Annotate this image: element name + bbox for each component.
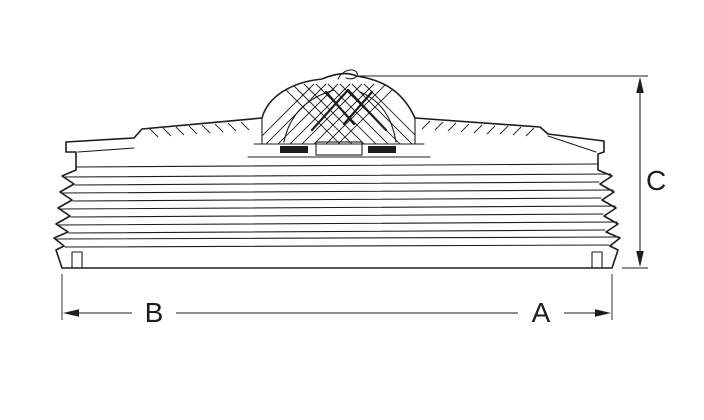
spout-dome <box>262 69 415 144</box>
dimension-c: C <box>358 75 666 269</box>
section-hatching <box>262 83 415 144</box>
shoulder-detail <box>77 117 597 158</box>
top-curl <box>337 69 358 80</box>
seal-blocks <box>280 146 396 153</box>
skirt-notch-right <box>591 251 603 269</box>
dimension-b-a: B A <box>61 274 613 328</box>
skirt-notch-left <box>71 251 83 269</box>
thread-lines <box>54 163 620 248</box>
cap-outline <box>53 72 621 269</box>
dimension-label-c: C <box>646 165 666 196</box>
dimension-label-b: B <box>145 297 164 328</box>
knurl-marks <box>149 120 535 138</box>
dimension-label-a: A <box>532 297 551 328</box>
pull-spout-detail <box>310 88 388 132</box>
